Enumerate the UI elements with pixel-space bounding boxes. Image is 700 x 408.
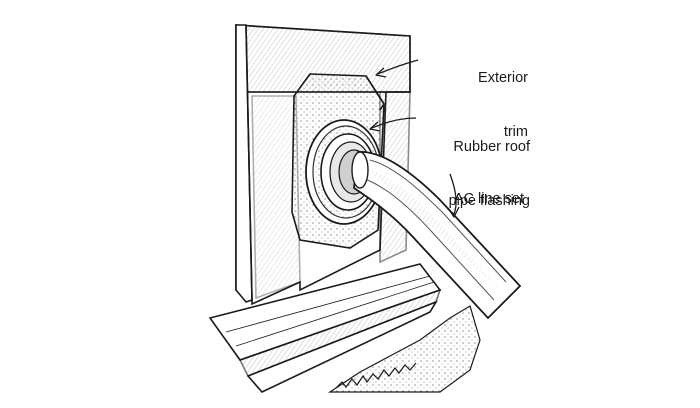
ac-line-set-pipe: [351, 151, 522, 320]
rubber-flashing-label-line1: Rubber roof: [453, 139, 530, 155]
ac-arrowhead: [447, 206, 460, 218]
ac-line-set-label: AC line set: [420, 154, 524, 226]
trim-arrowhead: [375, 67, 387, 78]
exterior-trim-label: Exterior trim: [420, 33, 528, 159]
exterior-trim-label-line2: trim: [503, 124, 528, 140]
flashing-leader: [371, 117, 417, 129]
rubber-flashing-label: Rubber roof pipe flashing: [418, 102, 530, 228]
trim-leader: [377, 59, 419, 75]
rubber-flashing-label-line2: pipe flashing: [448, 193, 530, 209]
sill-board: [208, 263, 442, 393]
ac-line-set-label-line1: AC line set: [453, 191, 524, 207]
leader-lines: [369, 59, 460, 218]
ac-leader: [449, 173, 457, 215]
flashing-arrowhead: [369, 121, 381, 132]
exterior-trim-label-line1: Exterior: [478, 70, 528, 86]
ground-gravel: [328, 305, 481, 393]
